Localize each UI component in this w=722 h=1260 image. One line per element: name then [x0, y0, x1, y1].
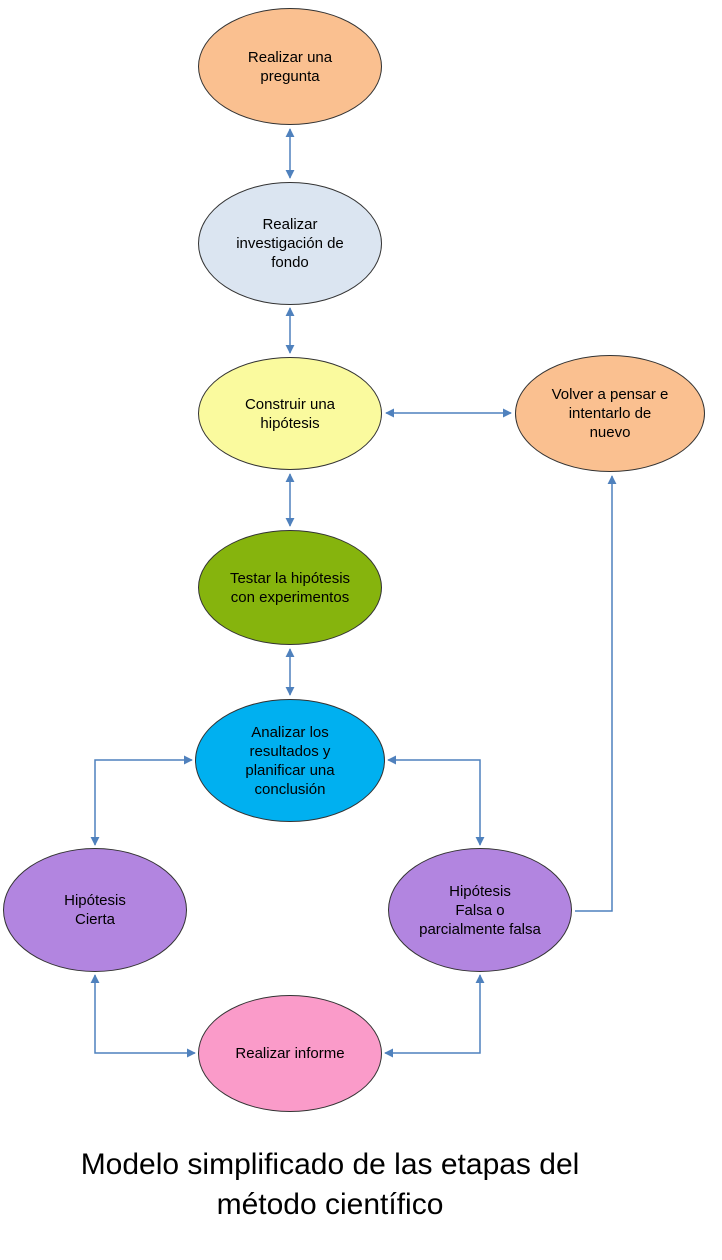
edge-falsa-volver [575, 475, 617, 912]
node-realizar-informe: Realizar informe [198, 995, 382, 1112]
caption: Modelo simplificado de las etapas del mé… [80, 1148, 580, 1221]
node-analizar-resultados: Analizar los resultados y planificar una… [195, 699, 385, 822]
edge-analizar-falsa [387, 755, 485, 846]
node-hipotesis-falsa: Hipótesis Falsa o parcialmente falsa [388, 848, 572, 972]
edge-analizar-cierta [90, 755, 193, 846]
edge-cierta-informe [90, 974, 196, 1058]
node-testar-hipotesis: Testar la hipótesis con experimentos [198, 530, 382, 645]
node-construir-hipotesis: Construir una hipótesis [198, 357, 382, 470]
node-volver-a-pensar: Volver a pensar e intentarlo de nuevo [515, 355, 705, 472]
node-investigacion-fondo: Realizar investigación de fondo [198, 182, 382, 305]
node-hipotesis-cierta: Hipótesis Cierta [3, 848, 187, 972]
edge-falsa-informe [384, 974, 485, 1058]
node-realizar-pregunta: Realizar una pregunta [198, 8, 382, 125]
